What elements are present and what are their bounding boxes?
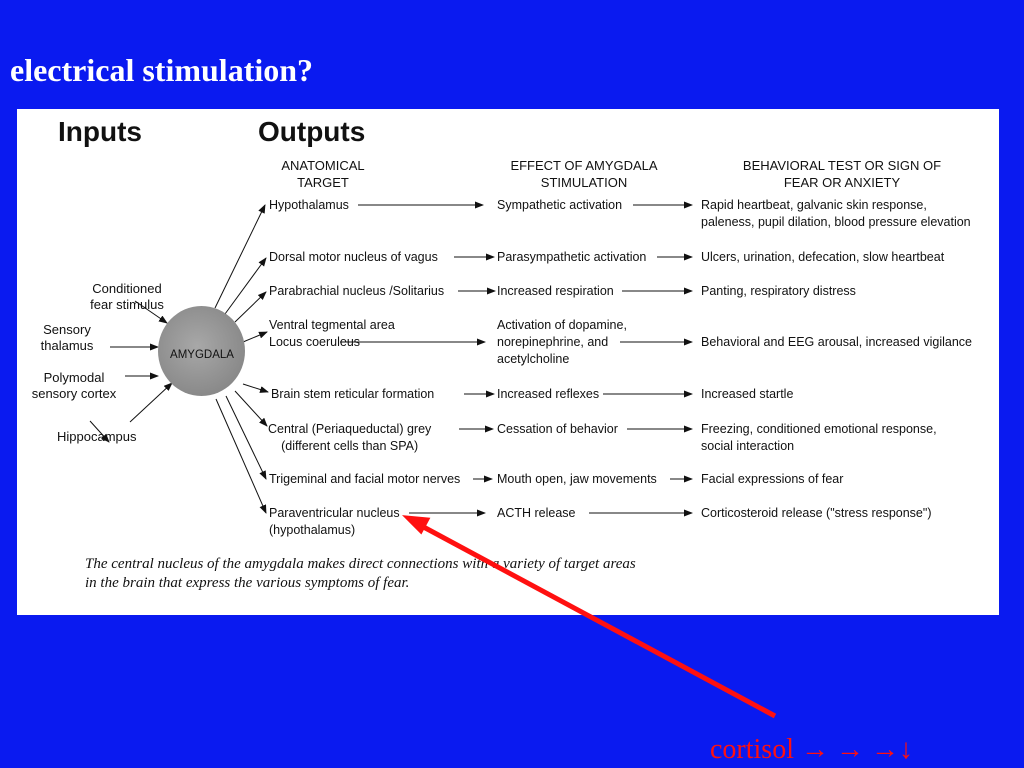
row-3-target: Parabrachial nucleus /Solitarius xyxy=(269,284,445,298)
row-7-target: Trigeminal and facial motor nerves xyxy=(269,472,461,486)
figure-caption: The central nucleus of the amygdala make… xyxy=(85,556,636,591)
row-2-effect: Parasympathetic activation xyxy=(497,250,647,264)
slide-title: electrical stimulation? xyxy=(10,52,314,88)
row-3-effect: Increased respiration xyxy=(497,284,614,298)
row-1-sign: Rapid heartbeat, galvanic skin response,… xyxy=(701,198,971,229)
connection-lines xyxy=(89,201,693,517)
row-8-sign: Corticosteroid release ("stress response… xyxy=(701,506,932,520)
row-6-effect: Cessation of behavior xyxy=(497,422,618,436)
row-7-sign: Facial expressions of fear xyxy=(701,472,844,486)
row-4-sign: Behavioral and EEG arousal, increased vi… xyxy=(701,335,972,349)
row-3-sign: Panting, respiratory distress xyxy=(701,284,856,298)
row-2-sign: Ulcers, urination, defecation, slow hear… xyxy=(701,250,945,264)
row-7-effect: Mouth open, jaw movements xyxy=(497,472,657,486)
row-5-target: Brain stem reticular formation xyxy=(271,387,435,401)
row-5-sign: Increased startle xyxy=(701,387,794,401)
row-5-effect: Increased reflexes xyxy=(497,387,600,401)
row-1-target: Hypothalamus xyxy=(269,198,349,212)
cortisol-annotation: cortisol → → →↓ xyxy=(710,734,913,765)
inputs-heading: Inputs xyxy=(58,116,142,147)
row-2-target: Dorsal motor nucleus of vagus xyxy=(269,250,438,264)
row-1-effect: Sympathetic activation xyxy=(497,198,623,212)
row-8-target: Paraventricular nucleus(hypothalamus) xyxy=(269,506,400,537)
amygdala-node xyxy=(158,306,245,396)
input-hippocampus: Hippocampus xyxy=(57,429,137,444)
row-4-effect: Activation of dopamine,norepinephrine, a… xyxy=(497,318,627,366)
row-6-sign: Freezing, conditioned emotional response… xyxy=(701,422,937,453)
outputs-heading: Outputs xyxy=(258,116,366,147)
amygdala-label: AMYGDALA xyxy=(170,349,234,361)
row-6-target: Central (Periaqueductal) grey(different … xyxy=(268,422,432,453)
row-8-effect: ACTH release xyxy=(497,506,576,520)
